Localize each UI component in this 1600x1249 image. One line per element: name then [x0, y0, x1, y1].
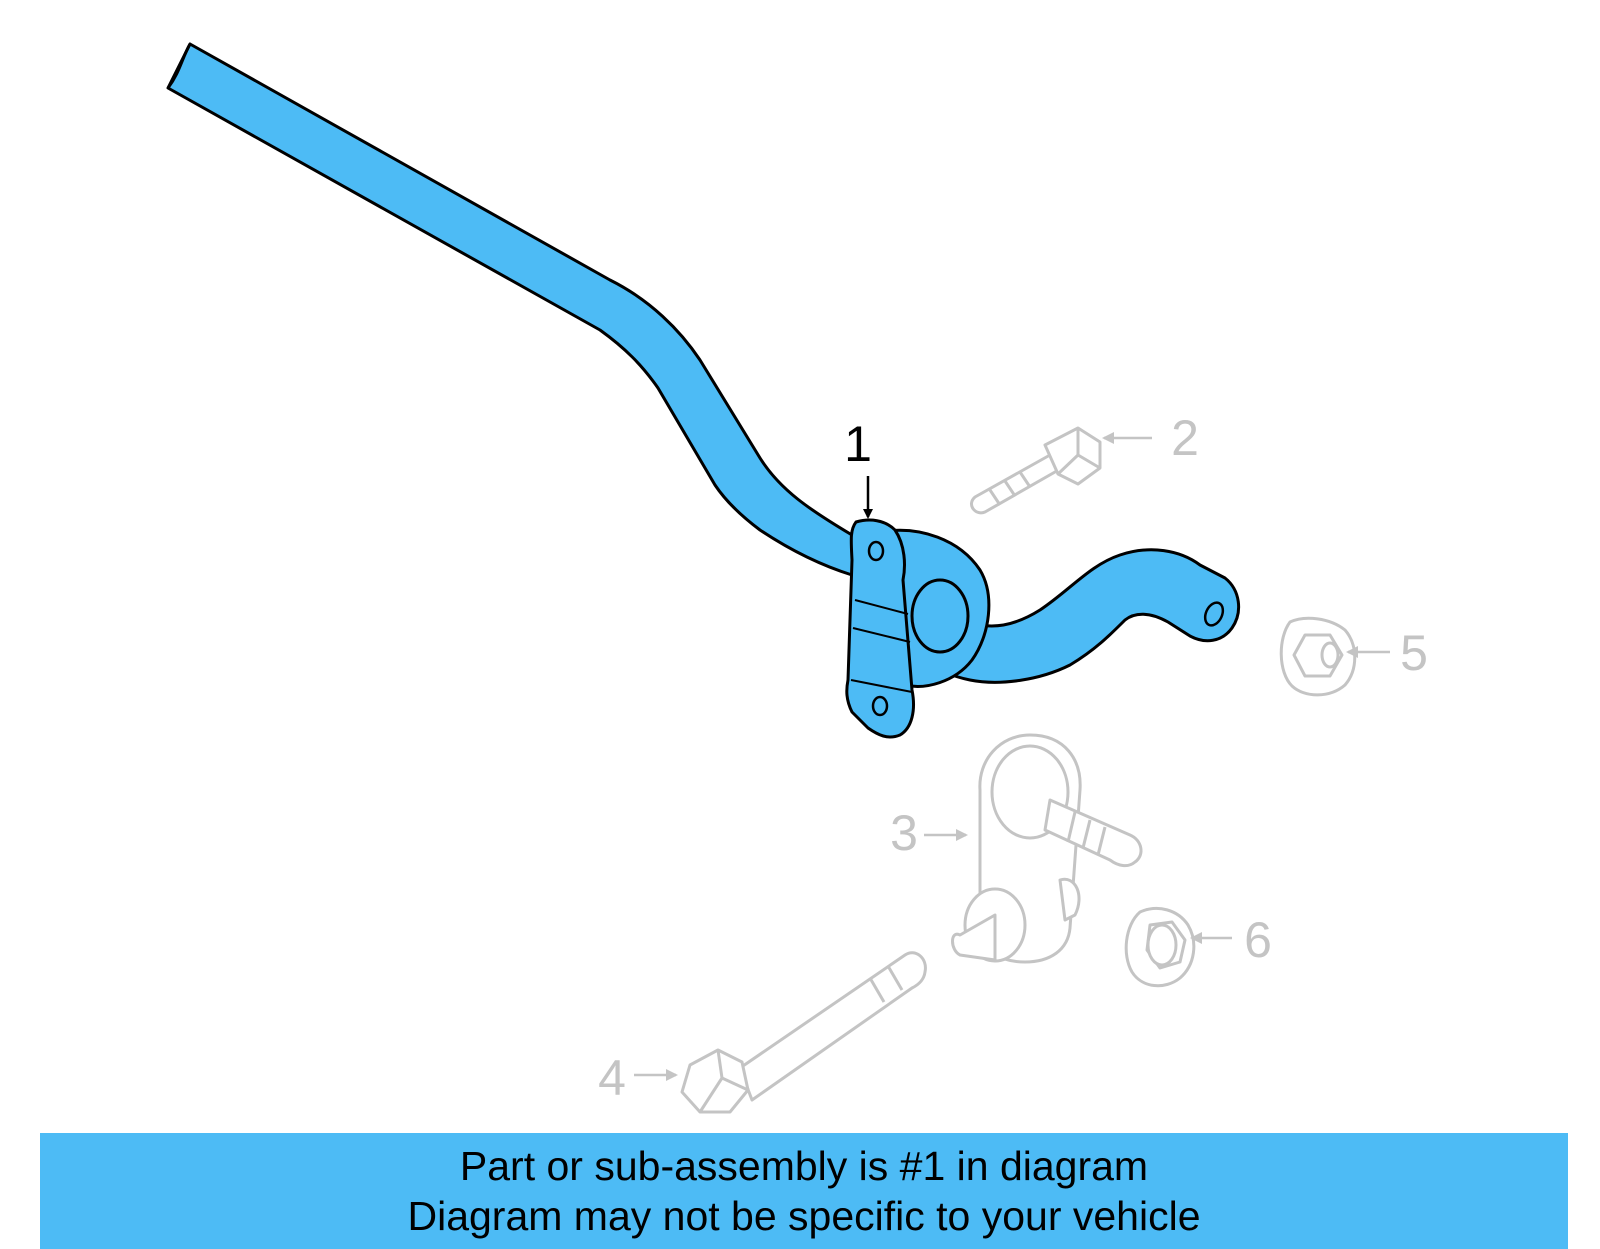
bolt-part-2[interactable]: [970, 426, 1102, 515]
stabilizer-link-part-3[interactable]: [951, 733, 1143, 964]
bushing-bracket[interactable]: [845, 518, 991, 739]
bar-end-eye: [1203, 601, 1225, 627]
bushing-opening: [910, 578, 970, 654]
callout-5: 5: [1400, 625, 1428, 681]
nut-part-5[interactable]: [1279, 616, 1357, 697]
callout-6: 6: [1244, 912, 1272, 968]
callout-2: 2: [1171, 410, 1199, 466]
callout-3: 3: [890, 805, 918, 861]
bolt-part-4[interactable]: [680, 951, 927, 1114]
bracket-lower-hole: [871, 695, 889, 717]
callout-4: 4: [598, 1050, 626, 1106]
bracket-upper-hole: [867, 540, 885, 562]
info-banner-bg: [40, 1133, 1568, 1249]
callout-1: 1: [844, 416, 872, 472]
stabilizer-bar[interactable]: [166, 42, 1241, 684]
info-banner: Part or sub-assembly is #1 in diagram Di…: [40, 1133, 1568, 1249]
banner-line-2: Diagram may not be specific to your vehi…: [407, 1193, 1201, 1239]
stabilizer-bar-end: [166, 43, 192, 89]
nut-part-6[interactable]: [1124, 907, 1196, 988]
stabilizer-bar-right-section: [923, 548, 1241, 684]
banner-line-1: Part or sub-assembly is #1 in diagram: [459, 1143, 1149, 1189]
stabilizer-bar-body: [166, 42, 854, 577]
